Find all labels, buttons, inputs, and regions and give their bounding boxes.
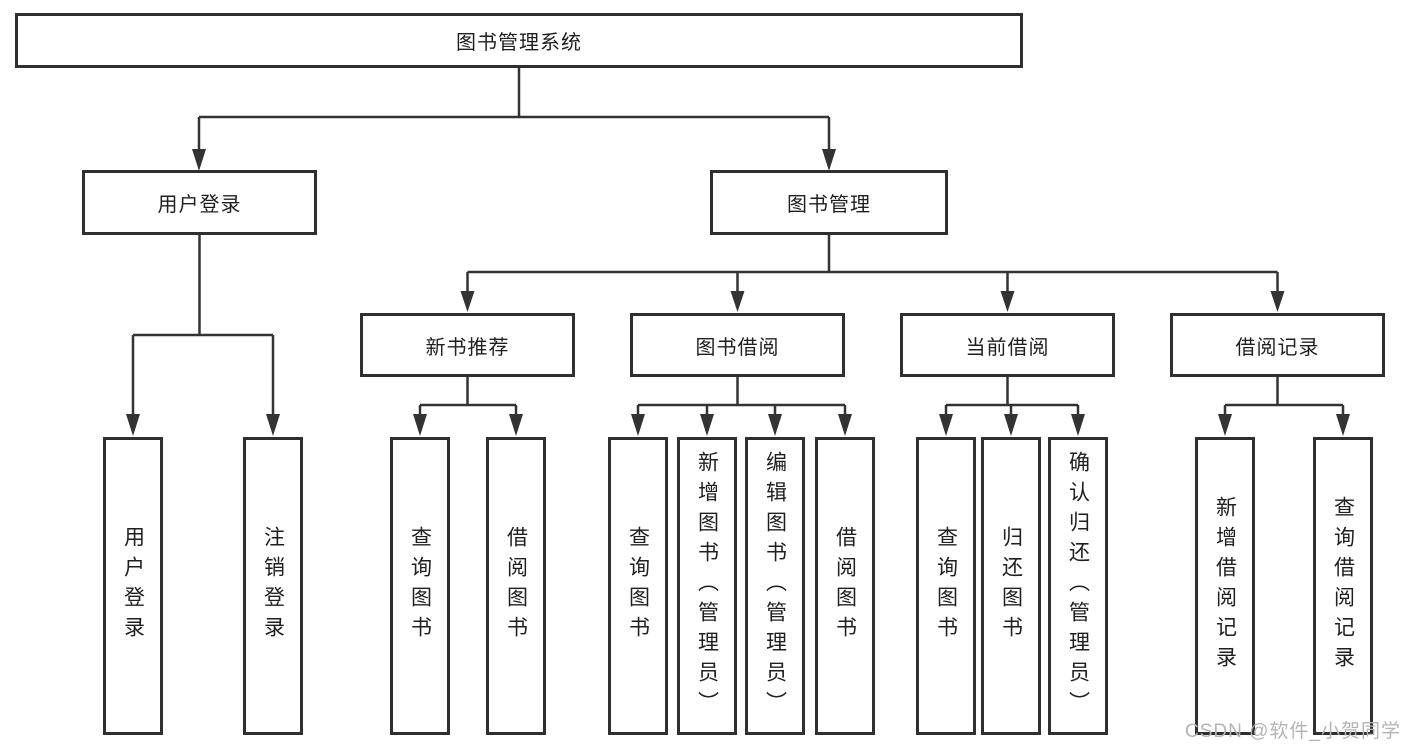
node-add-borrow-record-label: 新增借阅记录 [1213,496,1237,676]
node-recommend-borrow-books-label: 借阅图书 [504,526,528,646]
connector-new-book-children [418,377,518,416]
arrowhead-icon [631,414,645,436]
arrowhead-icon [1336,414,1350,436]
node-current-borrow-label: 当前借阅 [965,336,1050,359]
node-borrow-query-books-label: 查询图书 [626,526,650,646]
arrowhead-icon [1000,291,1015,312]
arrowhead-icon [700,414,714,436]
node-add-books-admin-label: 新增图书（管理员） [695,451,719,721]
node-book-borrow-label: 图书借阅 [695,336,780,359]
node-add-books-admin: 新增图书（管理员） [677,437,737,735]
node-confirm-return-admin-label: 确认归还（管理员） [1066,451,1090,721]
arrowhead-icon [1004,414,1018,436]
node-user-login-action: 用户登录 [103,437,163,735]
node-query-borrow-record-label: 查询借阅记录 [1331,496,1355,676]
node-logout-action-label: 注销登录 [261,526,285,646]
node-new-book-recommend-label: 新书推荐 [425,336,510,359]
node-user-login-label: 用户登录 [157,194,242,216]
node-query-borrow-record: 查询借阅记录 [1313,437,1373,735]
arrowhead-icon [266,414,280,436]
node-edit-books-admin: 编辑图书（管理员） [745,437,805,735]
arrowhead-icon [1218,414,1232,436]
node-return-books: 归还图书 [981,437,1041,735]
arrowhead-icon [730,291,745,312]
arrowheads [126,149,1350,436]
node-add-borrow-record: 新增借阅记录 [1195,437,1255,735]
node-logout-action: 注销登录 [243,437,303,735]
arrowhead-icon [822,149,836,171]
arrowhead-icon [1071,414,1085,436]
connector-root-to-level2 [197,68,831,151]
node-book-management-label: 图书管理 [787,194,871,216]
node-borrow-records-label: 借阅记录 [1235,336,1320,359]
node-borrow-books-label: 借阅图书 [833,526,857,646]
node-book-borrow: 图书借阅 [630,313,845,377]
node-borrow-query-books: 查询图书 [608,437,668,735]
node-recommend-query-books: 查询图书 [390,437,450,735]
connector-user-login-children [131,235,275,416]
arrowhead-icon [768,414,782,436]
node-book-management: 图书管理 [710,170,948,235]
csdn-watermark: CSDN @软件_小贺同学 [1185,721,1401,742]
arrowhead-icon [838,414,852,436]
node-recommend-borrow-books: 借阅图书 [486,437,546,735]
arrowhead-icon [509,414,523,436]
connector-book-management-children [466,235,1279,293]
node-recommend-query-books-label: 查询图书 [408,526,432,646]
node-root: 图书管理系统 [15,13,1023,68]
arrowhead-icon [413,414,427,436]
node-root-label: 图书管理系统 [456,32,582,54]
arrowhead-icon [192,149,206,171]
node-confirm-return-admin: 确认归还（管理员） [1048,437,1108,735]
node-current-query-books: 查询图书 [916,437,976,735]
arrowhead-icon [939,414,953,436]
node-borrow-records: 借阅记录 [1170,313,1385,377]
arrowhead-icon [1270,291,1285,312]
node-borrow-books: 借阅图书 [815,437,875,735]
connector-borrow-records-children [1223,377,1345,416]
node-new-book-recommend: 新书推荐 [360,313,575,377]
node-edit-books-admin-label: 编辑图书（管理员） [763,451,787,721]
node-current-borrow: 当前借阅 [900,313,1115,377]
arrowhead-icon [126,414,140,436]
arrowhead-icon [460,291,475,312]
connector-current-borrow-children [944,377,1080,416]
connector-book-borrow-children [636,377,847,416]
node-return-books-label: 归还图书 [999,526,1023,646]
node-user-login: 用户登录 [82,170,317,235]
node-user-login-action-label: 用户登录 [121,526,145,646]
node-current-query-books-label: 查询图书 [934,526,958,646]
